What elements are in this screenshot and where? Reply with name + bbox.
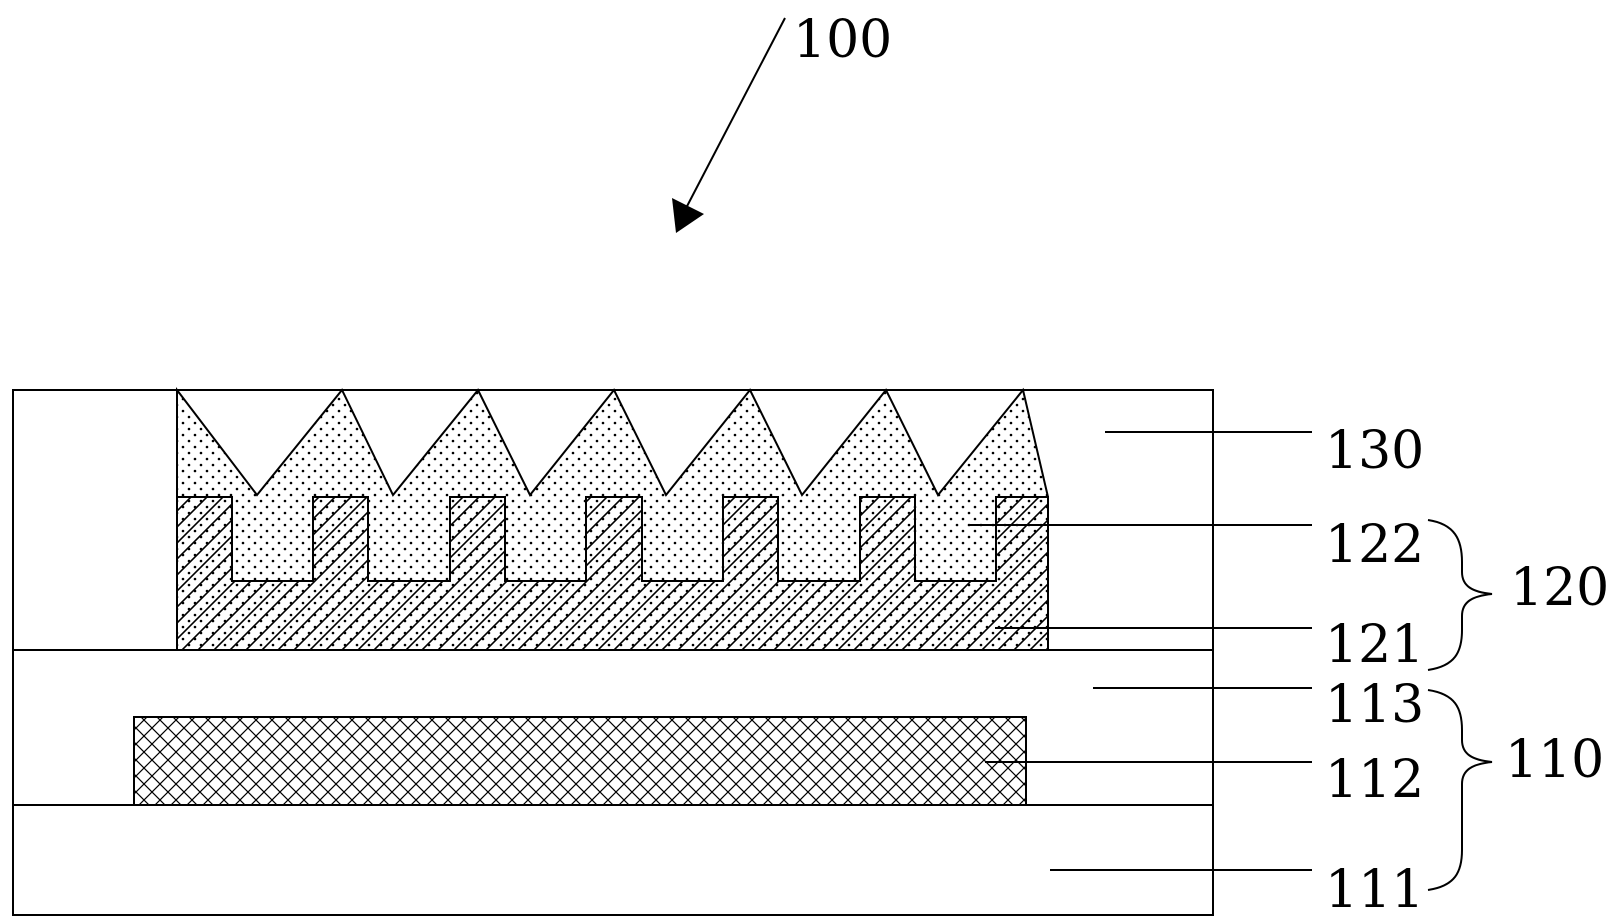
leader-lines — [970, 431, 1312, 871]
label-122: 122 — [1325, 515, 1424, 575]
label-111: 111 — [1325, 860, 1424, 920]
label-113: 113 — [1325, 675, 1424, 735]
label-130: 130 — [1325, 421, 1424, 481]
label-112: 112 — [1325, 750, 1424, 810]
layer-121 — [176, 496, 1049, 651]
label-121: 121 — [1325, 615, 1424, 675]
brace-120 — [1427, 519, 1493, 671]
label-100: 100 — [793, 10, 892, 70]
layer-112 — [133, 716, 1027, 806]
layer-111 — [12, 804, 1214, 916]
label-120: 120 — [1510, 558, 1609, 618]
brace-110 — [1427, 689, 1493, 891]
label-110: 110 — [1505, 730, 1604, 790]
device-pointer-arrow — [672, 17, 786, 233]
